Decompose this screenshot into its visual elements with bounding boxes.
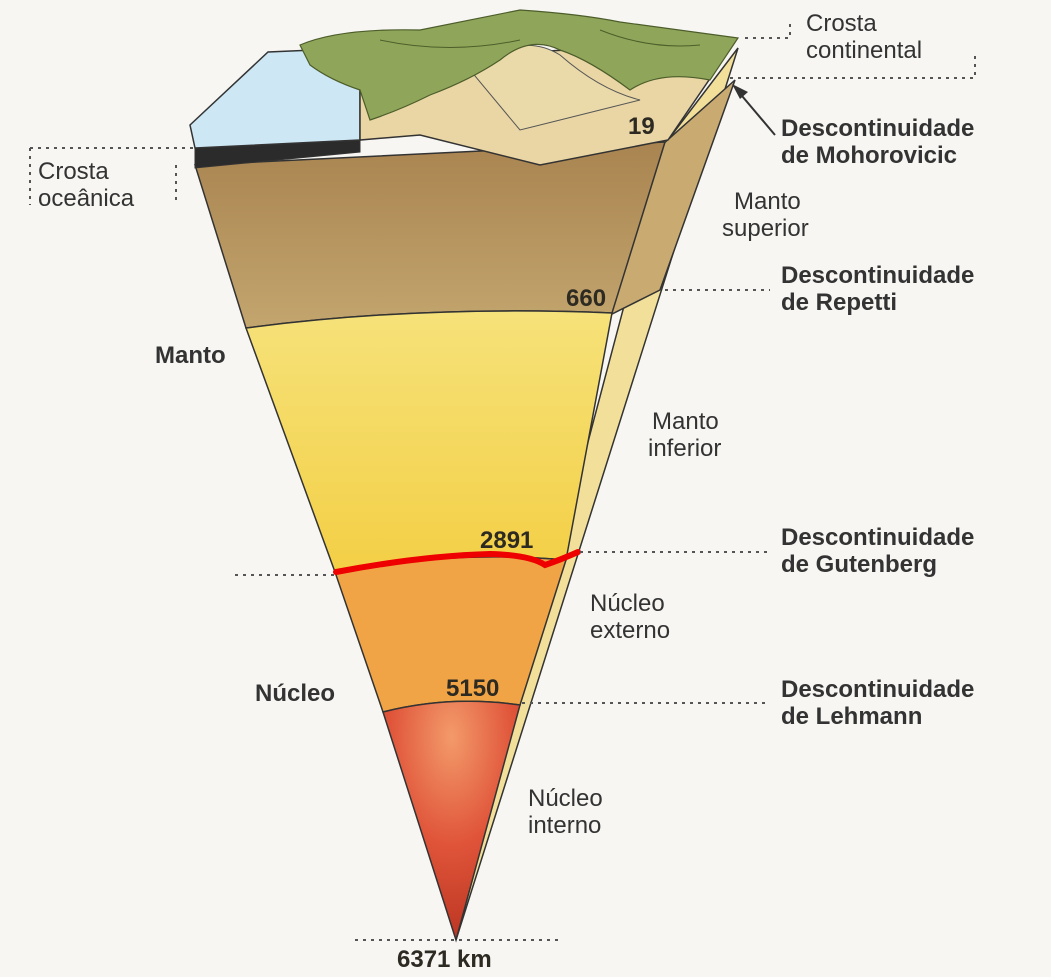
label-crosta-continental: Crosta continental xyxy=(806,10,922,64)
label-manto-superior: Manto superior xyxy=(722,188,809,242)
label-desc-gutenberg: Descontinuidade de Gutenberg xyxy=(781,524,974,578)
depth-lehmann: 5150 xyxy=(446,675,499,703)
label-desc-repetti: Descontinuidade de Repetti xyxy=(781,262,974,316)
label-crosta-oceanica: Crosta oceânica xyxy=(38,158,134,212)
label-desc-lehmann: Descontinuidade de Lehmann xyxy=(781,676,974,730)
depth-gutenberg: 2891 xyxy=(480,527,533,555)
layer-inner-core xyxy=(383,701,520,940)
depth-center: 6371 km xyxy=(397,946,492,974)
label-nucleo-interno: Núcleo interno xyxy=(528,785,603,839)
depth-repetti: 660 xyxy=(566,285,606,313)
label-nucleo: Núcleo xyxy=(255,680,335,707)
mohorovicic-arrow xyxy=(737,90,775,135)
label-desc-mohorovicic: Descontinuidade de Mohorovicic xyxy=(781,115,974,169)
label-nucleo-externo: Núcleo externo xyxy=(590,590,670,644)
label-manto-inferior: Manto inferior xyxy=(648,408,721,462)
layer-lower-mantle xyxy=(246,311,612,572)
depth-moho: 19 xyxy=(628,113,655,141)
label-manto: Manto xyxy=(155,342,226,369)
